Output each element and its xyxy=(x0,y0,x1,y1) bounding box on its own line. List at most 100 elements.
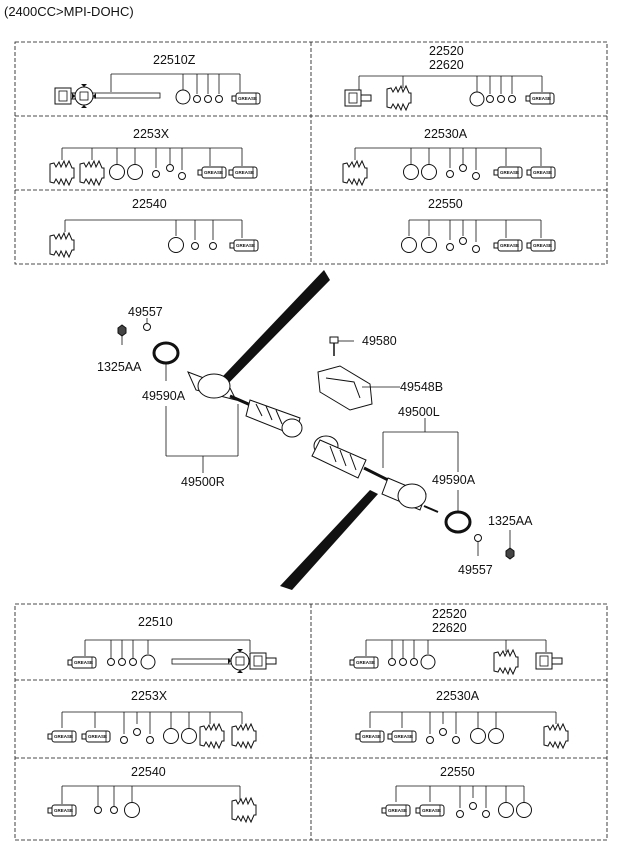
boot-icon xyxy=(386,85,412,111)
svg-text:GREASE: GREASE xyxy=(394,734,413,739)
grease-tube-icon: GREASE xyxy=(526,166,556,179)
svg-text:GREASE: GREASE xyxy=(236,243,255,248)
svg-text:GREASE: GREASE xyxy=(388,808,407,813)
bottom-kit-table xyxy=(14,603,608,841)
nut-1325AA-right xyxy=(505,547,515,560)
small-ring-icon xyxy=(472,245,480,253)
small-ring-icon xyxy=(152,170,160,178)
grease-tube-icon: GREASE xyxy=(526,239,556,252)
part-code-alt: 22620 xyxy=(432,621,467,635)
top-kit-table xyxy=(14,41,608,265)
driveshaft-right-assembly xyxy=(187,371,303,438)
part-code: 22540 xyxy=(131,765,166,779)
small-ring-icon xyxy=(497,95,505,103)
callout-49500L: 49500L xyxy=(398,405,440,419)
tripod-housing-icon xyxy=(344,89,372,107)
part-code-alt: 22620 xyxy=(429,58,464,72)
small-ring-icon xyxy=(459,164,467,172)
small-ring-icon xyxy=(146,736,154,744)
svg-text:GREASE: GREASE xyxy=(235,170,254,175)
callout-49590A: 49590A xyxy=(142,389,186,403)
bracket-49548B xyxy=(317,365,373,411)
part-code: 22510Z xyxy=(153,53,196,67)
nut-1325AA-left xyxy=(117,324,127,337)
boot-icon xyxy=(231,797,257,823)
seal-ring-icon xyxy=(140,654,156,670)
small-ring-icon xyxy=(459,237,467,245)
svg-text:GREASE: GREASE xyxy=(533,243,552,248)
bolt-49580 xyxy=(329,336,339,356)
seal-ring-49590A-left xyxy=(152,341,180,365)
part-code: 22520 xyxy=(432,607,467,621)
grease-tube-icon: GREASE xyxy=(525,92,555,105)
part-code: 22540 xyxy=(132,197,167,211)
seal-ring-icon xyxy=(421,164,437,180)
boot-icon xyxy=(49,160,75,186)
small-ring-icon xyxy=(94,806,102,814)
svg-text:GREASE: GREASE xyxy=(356,660,375,665)
kit-panel-2253X-bottom: 2253X GREASE GREASE xyxy=(47,689,257,749)
grease-tube-icon: GREASE xyxy=(355,730,385,743)
boot-icon xyxy=(231,723,257,749)
kit-panel-22520-bottom: 22520 22620 GREASE xyxy=(349,607,563,675)
part-code: 22550 xyxy=(428,197,463,211)
washer-49557-top xyxy=(143,323,151,331)
driveshaft-assembly-icon xyxy=(54,83,161,109)
seal-ring-icon xyxy=(488,728,504,744)
kit-panel-22550-bottom: 22550 GREASE GREASE xyxy=(381,765,532,818)
separator-stroke xyxy=(206,270,330,398)
separator-stroke xyxy=(280,490,378,590)
grease-tube-icon: GREASE xyxy=(349,656,379,669)
small-ring-icon xyxy=(118,658,126,666)
part-code: 22530A xyxy=(436,689,480,703)
tripod-housing-icon xyxy=(535,652,563,670)
svg-text:GREASE: GREASE xyxy=(422,808,441,813)
kit-panel-22520: 22520 22620 GREASE xyxy=(344,44,555,111)
small-ring-icon xyxy=(110,806,118,814)
grease-tube-icon: GREASE xyxy=(493,166,523,179)
svg-text:GREASE: GREASE xyxy=(238,96,257,101)
svg-text:GREASE: GREASE xyxy=(533,170,552,175)
kit-panel-22540: 22540 GREASE xyxy=(49,197,259,258)
boot-icon xyxy=(493,649,519,675)
part-code: 2253X xyxy=(133,127,170,141)
small-ring-icon xyxy=(133,728,141,736)
seal-ring-icon xyxy=(420,654,436,670)
svg-text:GREASE: GREASE xyxy=(74,660,93,665)
kit-panel-2253X: 2253X GREASE GREASE xyxy=(49,127,258,186)
seal-ring-icon xyxy=(516,802,532,818)
svg-text:GREASE: GREASE xyxy=(204,170,223,175)
svg-text:GREASE: GREASE xyxy=(362,734,381,739)
grease-tube-icon: GREASE xyxy=(415,804,445,817)
svg-text:GREASE: GREASE xyxy=(54,734,73,739)
seal-ring-icon xyxy=(127,164,143,180)
small-ring-icon xyxy=(486,95,494,103)
grease-tube-icon: GREASE xyxy=(81,730,111,743)
seal-ring-49590A-right xyxy=(444,510,472,534)
grease-tube-icon: GREASE xyxy=(229,239,259,252)
grease-tube-icon: GREASE xyxy=(197,166,227,179)
part-code: 22550 xyxy=(440,765,475,779)
boot-icon xyxy=(79,160,105,186)
washer-49557-bottom xyxy=(474,534,482,542)
svg-text:GREASE: GREASE xyxy=(88,734,107,739)
small-ring-icon xyxy=(508,95,516,103)
small-ring-icon xyxy=(388,658,396,666)
grease-tube-icon: GREASE xyxy=(493,239,523,252)
small-ring-icon xyxy=(482,810,490,818)
small-ring-icon xyxy=(129,658,137,666)
svg-text:GREASE: GREASE xyxy=(500,170,519,175)
small-ring-icon xyxy=(456,810,464,818)
seal-ring-icon xyxy=(401,237,417,253)
seal-ring-icon xyxy=(175,89,191,105)
seal-ring-icon xyxy=(168,237,184,253)
seal-ring-icon xyxy=(470,728,486,744)
small-ring-icon xyxy=(469,802,477,810)
small-ring-icon xyxy=(204,95,212,103)
part-code: 22510 xyxy=(138,615,173,629)
boot-icon xyxy=(49,232,75,258)
small-ring-icon xyxy=(120,736,128,744)
callout-49548B: 49548B xyxy=(400,380,443,394)
callout-49590A-right: 49590A xyxy=(432,473,476,487)
